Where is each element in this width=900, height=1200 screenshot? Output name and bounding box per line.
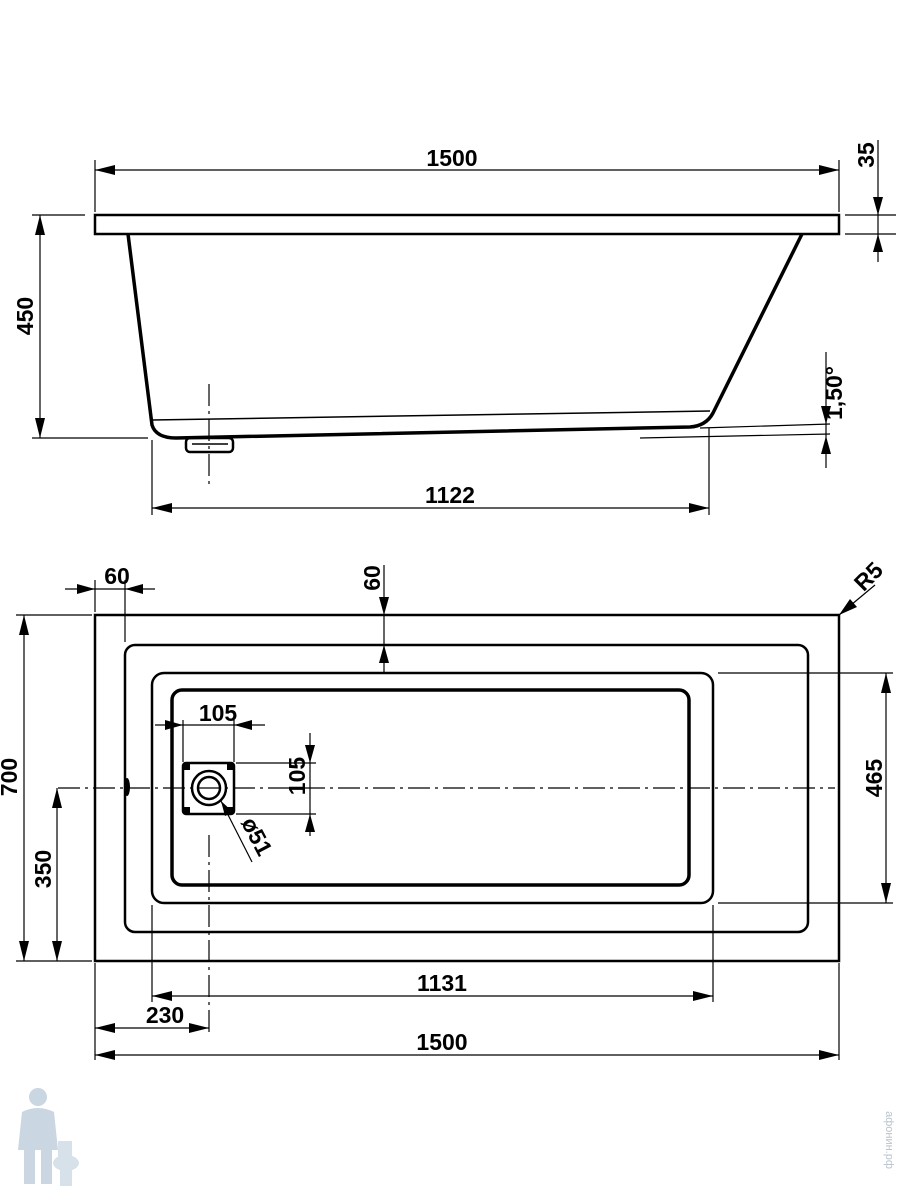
overflow-icon <box>124 778 130 796</box>
dim-rim-top-label: 60 <box>359 565 385 591</box>
tub-rim <box>93 213 841 236</box>
dim-corner-radius-label: R5 <box>849 557 888 596</box>
dim-height-label: 450 <box>12 297 38 335</box>
tub-body-outline <box>126 233 804 440</box>
dim-rim-left-label: 60 <box>104 563 130 589</box>
dim-inner-width-label: 465 <box>861 759 887 798</box>
tub-inner-bottom <box>151 410 711 421</box>
dim-length-bottom-label: 1500 <box>416 1029 467 1055</box>
top-view: 60 60 R5 700 350 105 105 <box>0 557 893 1060</box>
drain-icon <box>181 761 236 816</box>
watermark-text: афонин.рф <box>883 1111 895 1169</box>
dim-drain-y-label: 105 <box>284 757 310 796</box>
dim-bottom-length-label: 1122 <box>425 482 475 508</box>
dim-drain-x-label: 105 <box>199 700 238 726</box>
dim-slope-label: 1,50° <box>821 366 847 420</box>
dim-drain-diameter-label: ø51 <box>236 813 278 860</box>
dim-length-top-label: 1500 <box>426 145 477 171</box>
side-view: 1500 35 450 1,50° 1122 <box>12 140 896 515</box>
dim-half-width-label: 350 <box>30 850 56 888</box>
plumber-logo-icon <box>18 1088 79 1186</box>
dim-inner-length-label: 1131 <box>417 970 467 996</box>
dim-width-label: 700 <box>0 758 22 796</box>
tub-basin <box>150 671 715 905</box>
dim-rim-height-label: 35 <box>853 142 879 168</box>
dim-drain-from-edge-label: 230 <box>146 1002 184 1028</box>
